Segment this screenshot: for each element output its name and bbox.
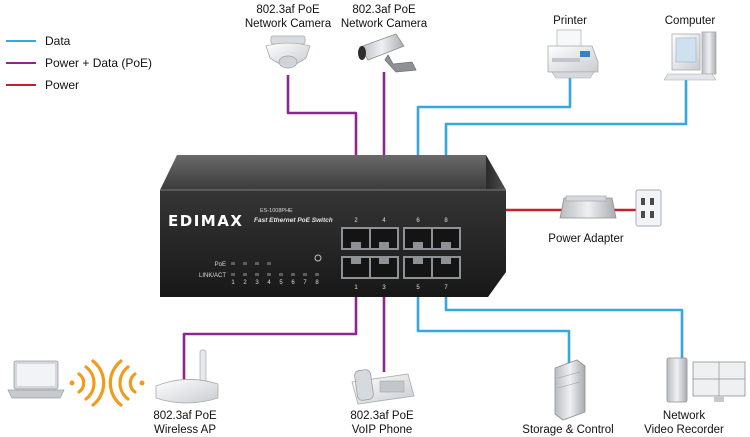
port-numbers-top: 2 4 6 8 — [354, 218, 448, 224]
reset-button-icon — [314, 254, 322, 262]
poe-led-icon — [231, 262, 235, 265]
wifi-signal-icon — [69, 359, 145, 407]
port-number-label: 7 — [444, 285, 448, 291]
poe-cable-wireless-ap — [182, 288, 358, 380]
voip-label-line1: 802.3af PoE — [350, 410, 414, 422]
nvr-label-line2: Video Recorder — [644, 424, 724, 436]
switch-brand-logo: EDIMAX — [168, 212, 243, 230]
led-number-label: 1 — [231, 280, 235, 286]
rj45-port-icon — [369, 256, 399, 279]
legend-item-power: Power — [6, 77, 79, 93]
rj45-port-icon — [403, 256, 433, 279]
bullet-camera-icon — [358, 33, 417, 73]
power-adapter-icon — [559, 195, 617, 219]
legend-swatch-power — [6, 84, 36, 86]
bullet-camera-label-line2: Network Camera — [340, 18, 428, 30]
legend-label-data: Data — [45, 34, 71, 48]
rj45-port-icon — [369, 227, 399, 250]
led-number-label: 4 — [267, 280, 271, 286]
wireless-ap-label-line2: Wireless AP — [154, 424, 216, 436]
storage-label: Storage & Control — [522, 424, 614, 436]
legend-label-poe: Power + Data (PoE) — [45, 56, 153, 70]
link-led-icon — [291, 273, 295, 276]
legend-label-power: Power — [45, 78, 80, 92]
voip-phone-icon — [351, 369, 415, 405]
port-numbers-bottom: 1 3 5 7 — [354, 285, 448, 291]
link-led-icon — [243, 273, 247, 276]
port-number-label: 4 — [382, 218, 386, 224]
switch-model: ES-1008PHE — [260, 208, 293, 214]
wireless-ap-icon — [155, 349, 219, 404]
nvr-label-line1: Network — [662, 410, 706, 422]
switch-subtitle: Fast Ethernet PoE Switch — [254, 217, 333, 224]
voip-label-line2: VoIP Phone — [351, 424, 413, 436]
laptop-icon — [7, 360, 65, 399]
led-number-label: 2 — [243, 280, 247, 286]
port-number-label: 8 — [444, 218, 448, 224]
printer-label: Printer — [553, 15, 587, 27]
data-cable-storage — [416, 288, 571, 375]
port-number-label: 2 — [354, 218, 358, 224]
link-led-icon — [255, 273, 259, 276]
port-number-label: 1 — [354, 285, 358, 291]
poe-switch: 2 4 6 8 1 3 5 7 1 2 3 4 5 6 7 8 EDIMAX ES-1008PHE Fas… — [160, 155, 506, 297]
voip-label: 802.3af PoE VoIP Phone — [337, 409, 427, 437]
link-led-label: LINK/ACT — [199, 273, 226, 279]
poe-led-icon — [243, 262, 247, 265]
rj45-port-icon — [431, 256, 461, 279]
printer-icon — [547, 29, 599, 79]
nvr-label: Network Video Recorder — [636, 409, 732, 437]
link-led-icon — [315, 273, 319, 276]
port-number-label: 6 — [416, 218, 420, 224]
legend-item-data: Data — [6, 33, 70, 49]
dome-camera-label-line2: Network Camera — [244, 18, 332, 30]
link-led-icon — [303, 273, 307, 276]
switch-top-panel — [160, 155, 506, 190]
poe-led-icon — [255, 262, 259, 265]
video-recorder-icon — [666, 357, 746, 403]
dome-camera-icon — [265, 35, 311, 69]
rj45-port-grid — [341, 227, 461, 279]
port-number-label: 3 — [382, 285, 386, 291]
wireless-ap-label: 802.3af PoE Wireless AP — [140, 409, 230, 437]
bullet-camera-label-line1: 802.3af PoE — [352, 4, 416, 16]
poe-led-label: PoE — [215, 262, 226, 268]
rj45-port-icon — [431, 227, 461, 250]
led-number-label: 8 — [315, 280, 319, 286]
data-cable-nvr — [444, 288, 684, 368]
port-number-label: 5 — [416, 285, 420, 291]
dome-camera-label: 802.3af PoE Network Camera — [240, 3, 336, 31]
wall-outlet-icon — [635, 189, 662, 227]
link-led-icon — [231, 273, 235, 276]
led-number-label: 3 — [255, 280, 259, 286]
link-led-icon — [267, 273, 271, 276]
legend-item-poe: Power + Data (PoE) — [6, 55, 152, 71]
rj45-port-icon — [341, 256, 371, 279]
wireless-ap-label-line1: 802.3af PoE — [153, 410, 217, 422]
bullet-camera-label: 802.3af PoE Network Camera — [336, 3, 432, 31]
led-number-label: 5 — [279, 280, 283, 286]
poe-led-icon — [267, 262, 271, 265]
legend-swatch-data — [6, 40, 36, 42]
storage-server-icon — [554, 359, 586, 421]
status-led-grid: 1 2 3 4 5 6 7 8 — [231, 262, 319, 286]
dome-camera-label-line1: 802.3af PoE — [256, 4, 320, 16]
computer-icon — [663, 31, 717, 81]
power-adapter-label: Power Adapter — [548, 233, 624, 245]
led-number-label: 7 — [303, 280, 307, 286]
led-number-label: 6 — [291, 280, 295, 286]
link-led-icon — [279, 273, 283, 276]
legend-swatch-poe — [6, 62, 36, 64]
rj45-port-icon — [341, 227, 371, 250]
rj45-port-icon — [403, 227, 433, 250]
computer-label: Computer — [664, 15, 716, 27]
